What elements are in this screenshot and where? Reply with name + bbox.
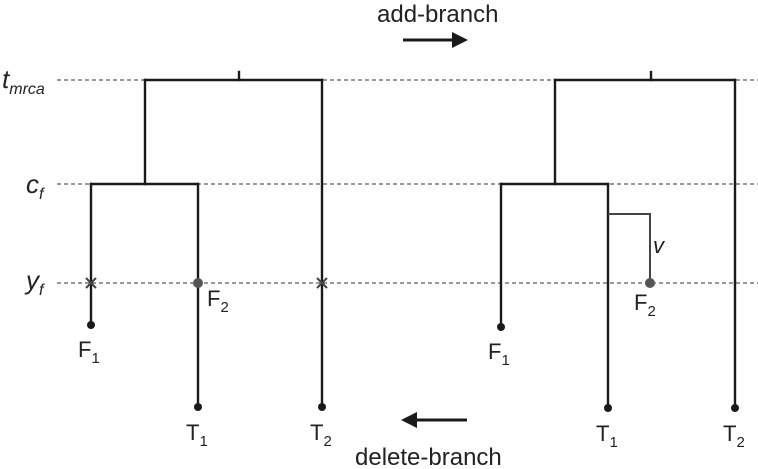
right-arrow-icon xyxy=(403,32,468,48)
left-arrow-icon xyxy=(401,412,467,428)
delete-branch-label: delete-branch xyxy=(355,444,502,469)
tmrca-label: tmrca xyxy=(2,64,45,98)
left-f2-label: F2 xyxy=(207,286,229,316)
right-t2-label: T2 xyxy=(723,421,745,451)
right-t1-leaf-dot xyxy=(604,404,612,412)
left-t2-leaf-dot xyxy=(318,403,326,411)
left-f1-label: F1 xyxy=(78,337,100,367)
right-t2-leaf-dot xyxy=(731,404,739,412)
right-tree: v F1 F2 T1 T2 xyxy=(488,70,745,451)
left-t2-label: T2 xyxy=(310,420,332,450)
yf-label: yf xyxy=(24,265,45,299)
right-f1-label: F1 xyxy=(488,339,510,369)
left-t1-label: T1 xyxy=(186,420,208,450)
left-f1-leaf-dot xyxy=(87,321,95,329)
add-branch-label: add-branch xyxy=(377,1,498,28)
right-f2-label: F2 xyxy=(634,290,656,320)
right-f2-node xyxy=(645,278,655,288)
right-t1-label: T1 xyxy=(596,421,618,451)
cf-label: cf xyxy=(26,169,45,203)
right-v-label: v xyxy=(653,233,666,258)
left-f2-node xyxy=(193,278,203,288)
left-tree: F1 F2 T1 T2 xyxy=(78,70,332,450)
right-f1-leaf-dot xyxy=(497,323,505,331)
left-t2-cross-marker xyxy=(316,277,328,289)
left-f1-cross-marker xyxy=(85,277,97,289)
right-v-branch xyxy=(608,213,651,283)
left-t1-leaf-dot xyxy=(194,403,202,411)
